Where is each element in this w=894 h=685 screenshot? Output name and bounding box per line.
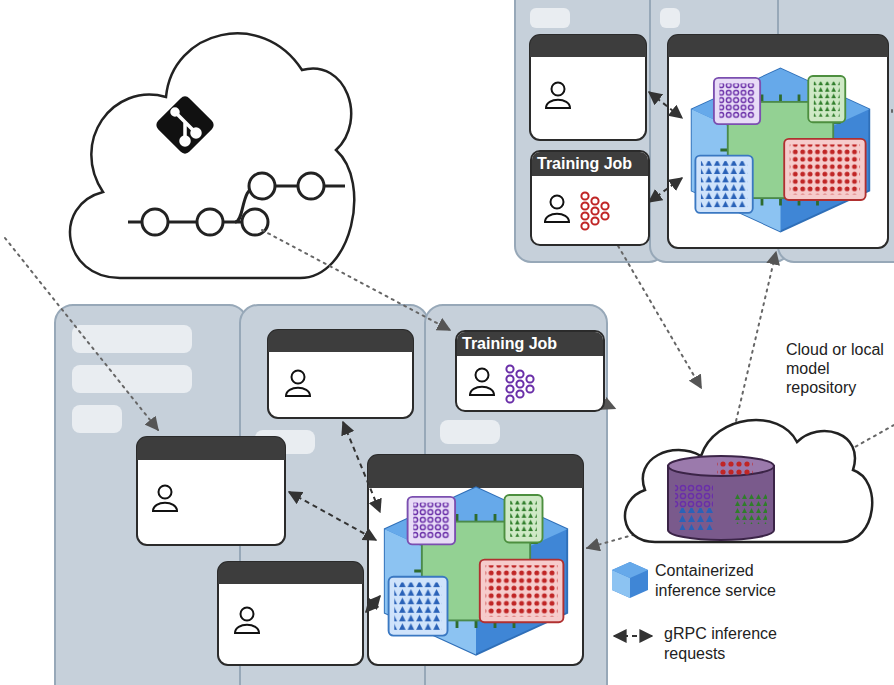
legend-text: gRPC inference requests [664, 624, 814, 664]
data-flow-line [5, 110, 894, 548]
git-cloud [70, 33, 354, 278]
server-rack [55, 305, 607, 685]
legend-text: Containerized inference service [655, 561, 820, 601]
repository-label: Cloud or local model repository [786, 340, 890, 397]
legend-sample [612, 562, 652, 636]
model-icon [505, 361, 535, 405]
training-job-window: Training Job [530, 150, 650, 246]
window-title: Training Job [457, 332, 603, 356]
repository-cloud [615, 388, 880, 546]
data-flow-arrow [605, 404, 615, 408]
data-flow-arrow [618, 246, 701, 388]
server-rack [515, 0, 894, 262]
rack-slot [72, 8, 680, 454]
client-window [137, 35, 646, 665]
grpc-arrow [289, 92, 682, 612]
window-title: Training Job [532, 152, 648, 176]
model-icon [580, 188, 610, 232]
training-job-window: Training Job [455, 330, 605, 412]
model-repository: Cloud or local model repository [615, 388, 880, 546]
